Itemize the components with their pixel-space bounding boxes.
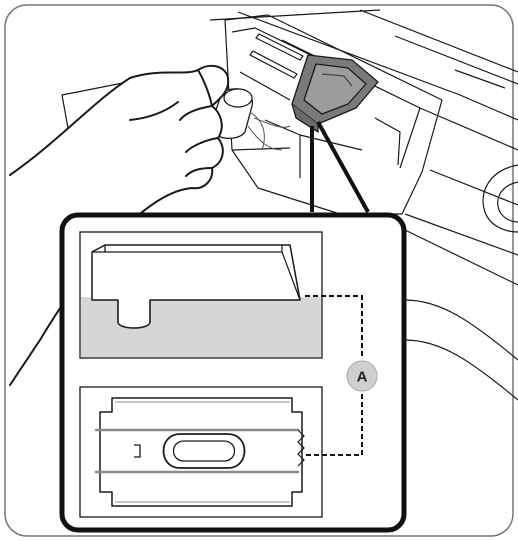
callout-a: A	[347, 361, 377, 391]
callout-a-label: A	[357, 369, 368, 386]
top-view-panel	[80, 387, 322, 517]
side-view-highlight	[81, 297, 321, 357]
side-view-panel	[80, 232, 322, 358]
